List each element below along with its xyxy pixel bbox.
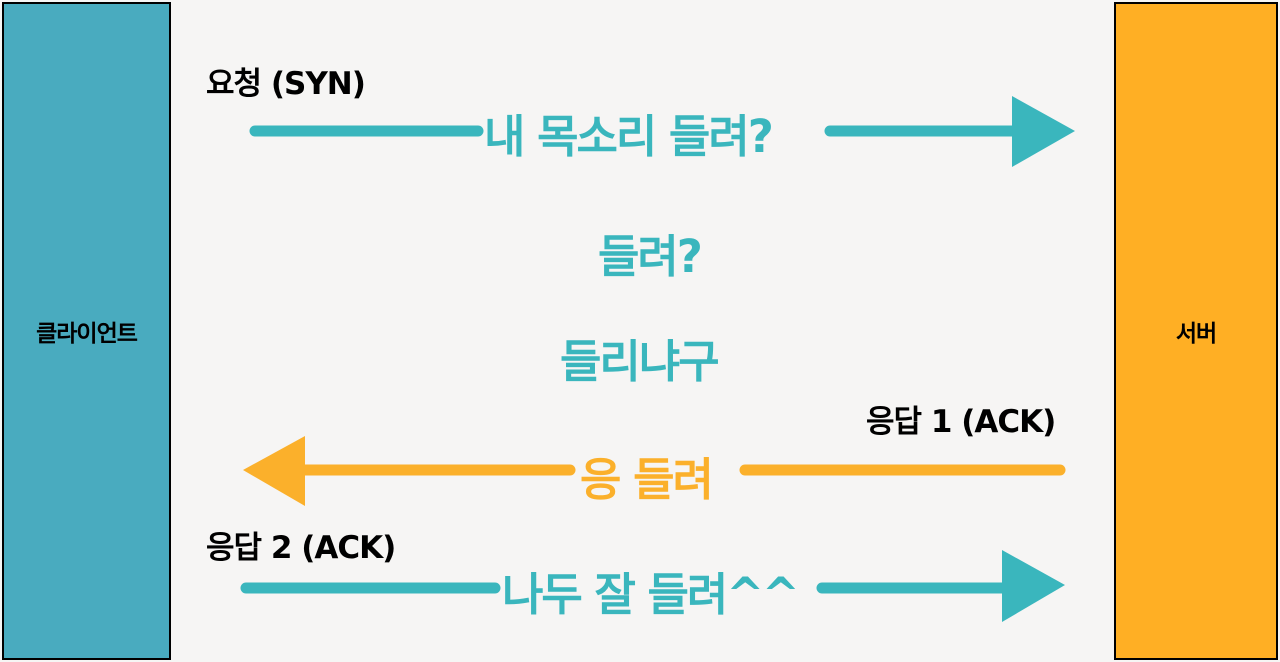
ack2-arrow-head (1002, 550, 1065, 622)
syn-label: 요청 (SYN) (206, 66, 366, 102)
ack1-message: 응 들려 (580, 453, 714, 506)
client-label: 클라이언트 (36, 321, 138, 347)
ack1-label: 응답 1 (ACK) (866, 404, 1056, 440)
thought-2: 들리냐구 (560, 335, 720, 388)
thought-1: 들려? (598, 230, 703, 283)
ack2-arrow (240, 550, 1065, 622)
syn-message: 내 목소리 들려? (484, 110, 774, 163)
syn-arrow-head (1012, 96, 1075, 167)
server-column: 서버 (1114, 2, 1278, 660)
ack2-message: 나두 잘 들려^^ (502, 568, 800, 621)
syn-arrow (249, 96, 1075, 167)
ack2-label: 응답 2 (ACK) (206, 530, 396, 566)
server-label: 서버 (1175, 321, 1217, 347)
ack1-arrow (243, 436, 1066, 506)
client-column: 클라이언트 (2, 2, 171, 660)
ack1-arrow-head (243, 436, 305, 506)
